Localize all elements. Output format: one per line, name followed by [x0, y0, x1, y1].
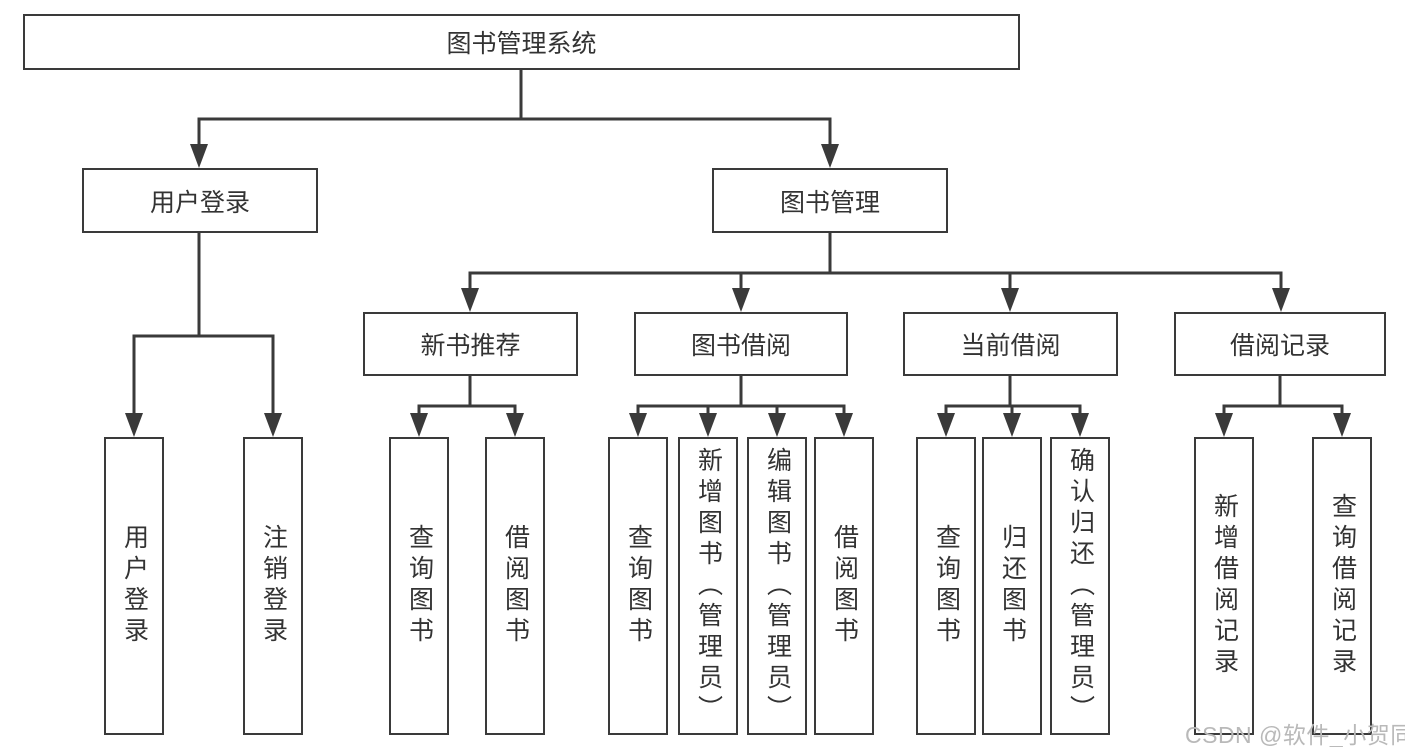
node-borrow-records: 借阅记录: [1174, 312, 1386, 376]
node-label: 新增图书（管理员）: [694, 446, 723, 726]
edges-new-book-children: [410, 376, 524, 437]
connector-line: [417, 376, 517, 415]
edges-root-to-level2: [190, 70, 839, 168]
csdn-watermark: CSDN @软件_小贺同学: [1185, 722, 1405, 747]
edges-book-borrow-children: [629, 376, 853, 437]
node-label: 借阅图书: [830, 524, 859, 648]
node-label: 查询图书: [405, 524, 434, 648]
node-label: 图书管理系统: [446, 30, 597, 58]
node-label: 归还图书: [998, 524, 1027, 648]
leaf-borrow-books-recommend: 借阅图书: [485, 437, 545, 735]
leaf-return-book: 归还图书: [982, 437, 1042, 735]
connector-line: [132, 233, 275, 414]
node-label: 图书借阅: [690, 332, 791, 360]
arrowhead-icon: [190, 144, 839, 168]
node-label: 新增借阅记录: [1210, 493, 1239, 679]
node-label: 借阅图书: [501, 524, 530, 648]
connector-line: [944, 376, 1082, 415]
node-user-login: 用户登录: [82, 168, 318, 233]
arrowhead-icon: [125, 413, 282, 437]
leaf-add-book-admin: 新增图书（管理员）: [678, 437, 738, 735]
leaf-user-login: 用户登录: [104, 437, 164, 735]
node-label: 查询图书: [624, 524, 653, 648]
node-label: 图书管理: [779, 188, 880, 217]
leaf-edit-book-admin: 编辑图书（管理员）: [747, 437, 807, 735]
node-library-management-system: 图书管理系统: [23, 14, 1020, 70]
node-label: 用户登录: [120, 524, 149, 648]
arrowhead-icon: [1215, 413, 1351, 437]
node-label: 确认归还（管理员）: [1066, 446, 1095, 726]
arrowhead-icon: [461, 288, 1290, 312]
connector-line: [636, 376, 846, 415]
leaf-query-books-borrow: 查询图书: [608, 437, 668, 735]
arrowhead-icon: [629, 413, 853, 437]
arrowhead-icon: [937, 413, 1089, 437]
node-label: 注销登录: [259, 524, 288, 648]
node-current-borrow: 当前借阅: [903, 312, 1118, 376]
node-book-management: 图书管理: [712, 168, 948, 233]
leaf-add-borrow-record: 新增借阅记录: [1194, 437, 1254, 735]
leaf-query-borrow-record: 查询借阅记录: [1312, 437, 1372, 735]
connector-line: [197, 70, 832, 146]
node-label: 用户登录: [149, 188, 250, 217]
leaf-query-books-recommend: 查询图书: [389, 437, 449, 735]
connector-line: [1222, 376, 1344, 415]
edges-current-borrow-children: [937, 376, 1089, 437]
node-label: 当前借阅: [960, 332, 1061, 360]
node-new-book-recommend: 新书推荐: [363, 312, 578, 376]
connector-line: [468, 233, 1283, 290]
edges-borrow-records-children: [1215, 376, 1351, 437]
edges-book-management-children: [461, 233, 1290, 312]
edges-user-login-children: [125, 233, 282, 437]
leaf-borrow-books: 借阅图书: [814, 437, 874, 735]
node-label: 新书推荐: [420, 332, 521, 360]
leaf-query-books-current: 查询图书: [916, 437, 976, 735]
leaf-confirm-return-admin: 确认归还（管理员）: [1050, 437, 1110, 735]
node-label: 查询图书: [932, 524, 961, 648]
node-label: 编辑图书（管理员）: [763, 446, 792, 726]
node-label: 借阅记录: [1229, 332, 1330, 360]
leaf-logout: 注销登录: [243, 437, 303, 735]
node-book-borrow: 图书借阅: [634, 312, 848, 376]
arrowhead-icon: [410, 413, 524, 437]
node-label: 查询借阅记录: [1328, 493, 1357, 679]
